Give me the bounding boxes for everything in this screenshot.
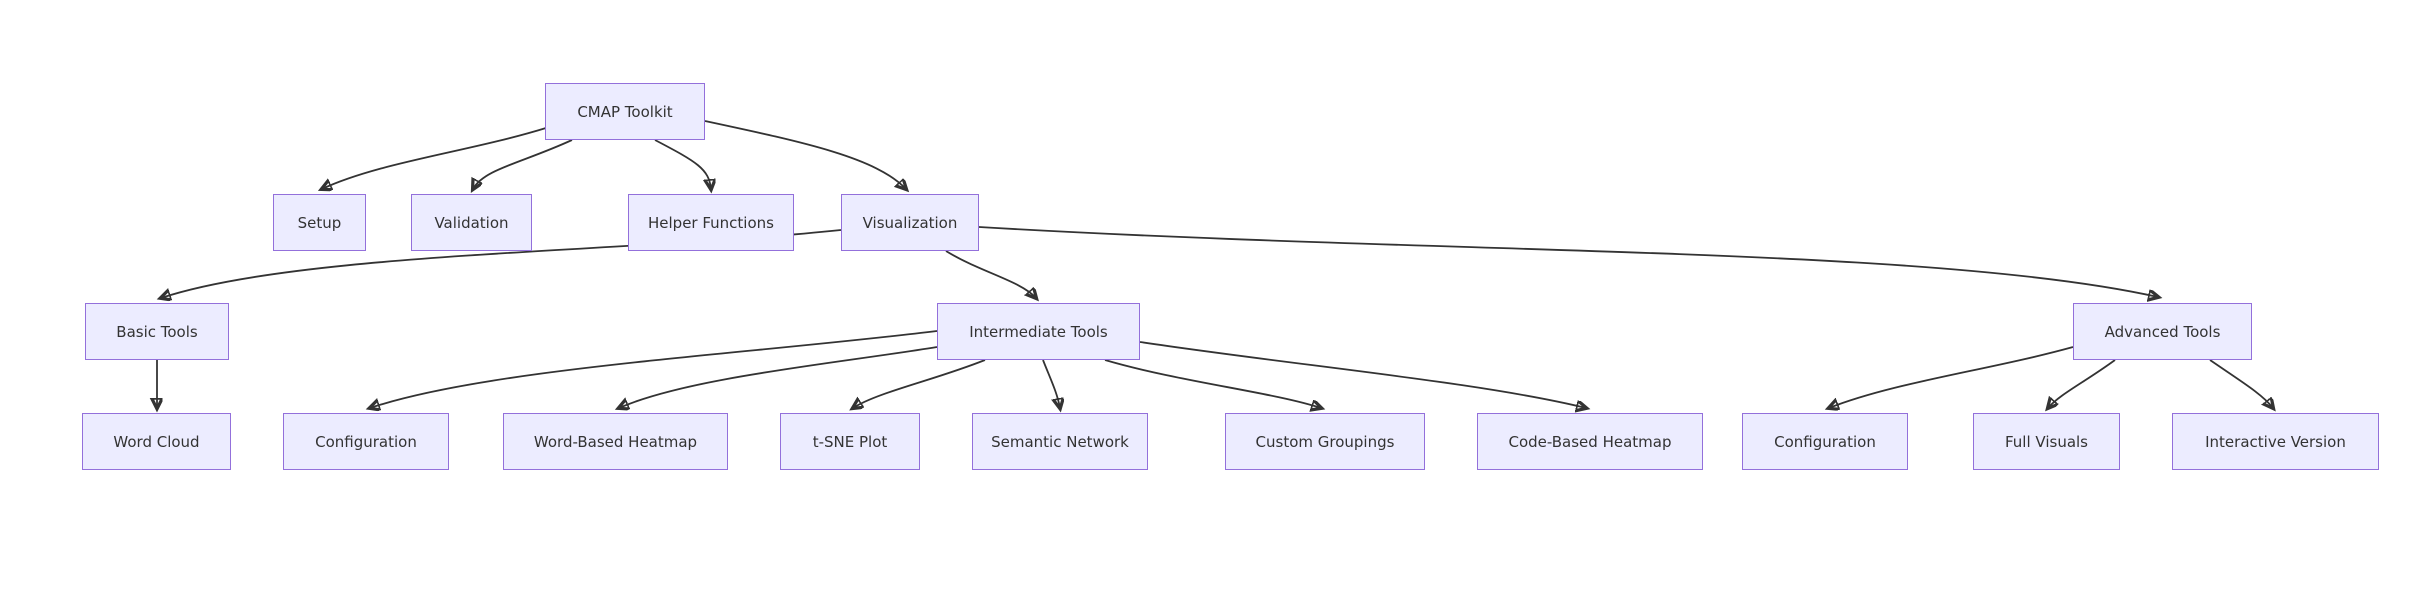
node-cmap-toolkit: CMAP Toolkit xyxy=(545,83,705,140)
node-setup: Setup xyxy=(273,194,366,251)
edge-intermediate-to-tsne-plot xyxy=(853,359,986,408)
node-label: Visualization xyxy=(862,213,958,232)
node-label: Word-Based Heatmap xyxy=(533,432,698,451)
node-validation: Validation xyxy=(411,194,532,251)
node-label: CMAP Toolkit xyxy=(577,102,673,121)
edge-intermediate-to-configuration xyxy=(370,330,938,408)
node-code-based-heatmap: Code-Based Heatmap xyxy=(1477,413,1703,470)
node-word-based-heatmap: Word-Based Heatmap xyxy=(503,413,728,470)
node-advanced-tools: Advanced Tools xyxy=(2073,303,2252,360)
node-tsne-plot: t-SNE Plot xyxy=(780,413,920,470)
node-helper-functions: Helper Functions xyxy=(628,194,794,251)
node-label: Intermediate Tools xyxy=(969,322,1108,341)
edge-advanced-to-full-visuals xyxy=(2048,359,2116,408)
node-basic-tools: Basic Tools xyxy=(85,303,229,360)
node-label: Basic Tools xyxy=(116,322,198,341)
node-label: t-SNE Plot xyxy=(812,432,888,451)
node-label: Full Visuals xyxy=(2004,432,2088,451)
node-label: Advanced Tools xyxy=(2104,322,2221,341)
node-intermediate-tools: Intermediate Tools xyxy=(937,303,1140,360)
edge-visualization-to-advanced-tools xyxy=(978,226,2158,297)
edge-intermediate-to-word-based-heatmap xyxy=(619,346,938,408)
edge-intermediate-to-custom-groupings xyxy=(1104,359,1321,408)
node-interactive-version: Interactive Version xyxy=(2172,413,2379,470)
node-label: Validation xyxy=(434,213,509,232)
edge-cmap-to-validation xyxy=(473,139,573,189)
node-label: Setup xyxy=(297,213,342,232)
node-label: Helper Functions xyxy=(648,213,774,232)
edge-cmap-to-setup xyxy=(322,127,547,189)
node-label: Custom Groupings xyxy=(1255,432,1395,451)
node-configuration-advanced: Configuration xyxy=(1742,413,1908,470)
node-visualization: Visualization xyxy=(841,194,979,251)
node-word-cloud: Word Cloud xyxy=(82,413,231,470)
node-semantic-network: Semantic Network xyxy=(972,413,1148,470)
edge-advanced-to-configuration xyxy=(1829,346,2074,408)
edge-intermediate-to-code-based-heatmap xyxy=(1139,341,1586,408)
edge-visualization-to-intermediate-tools xyxy=(945,250,1036,298)
node-label: Semantic Network xyxy=(991,432,1129,451)
node-label: Interactive Version xyxy=(2205,432,2346,451)
edge-advanced-to-interactive-version xyxy=(2209,359,2273,408)
node-label: Code-Based Heatmap xyxy=(1508,432,1672,451)
node-label: Word Cloud xyxy=(113,432,200,451)
node-configuration-intermediate: Configuration xyxy=(283,413,449,470)
node-label: Configuration xyxy=(315,432,417,451)
node-custom-groupings: Custom Groupings xyxy=(1225,413,1425,470)
edge-intermediate-to-semantic-network xyxy=(1042,359,1060,408)
edge-cmap-to-visualization xyxy=(704,120,906,189)
node-full-visuals: Full Visuals xyxy=(1973,413,2120,470)
edge-cmap-to-helper-functions xyxy=(654,139,711,189)
node-label: Configuration xyxy=(1774,432,1876,451)
